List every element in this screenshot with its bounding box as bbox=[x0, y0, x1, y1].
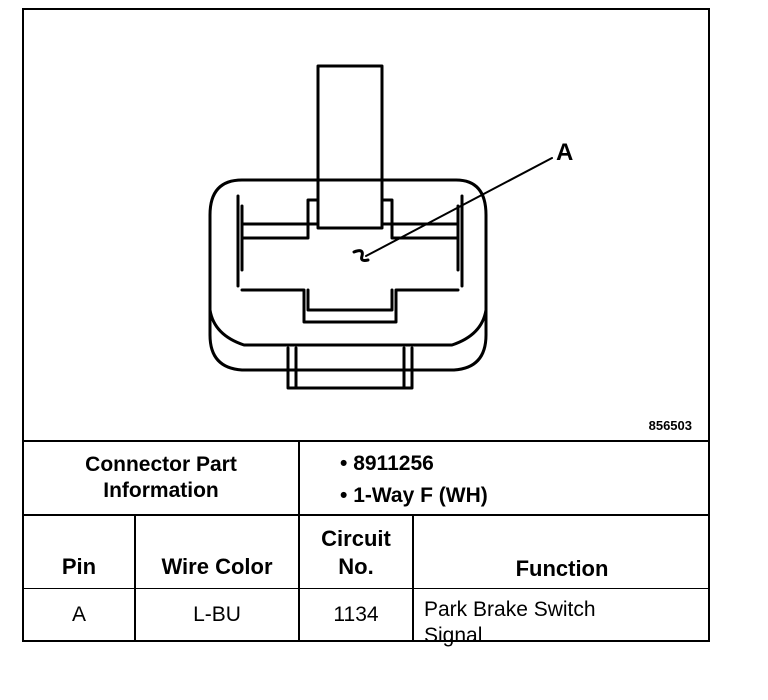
callout-leader-line bbox=[365, 157, 553, 257]
bullet-icon: • bbox=[340, 452, 348, 475]
header-function: Function bbox=[412, 516, 710, 588]
connector-info-label: Connector Part Information bbox=[24, 442, 298, 514]
bullet-icon: • bbox=[340, 484, 348, 507]
header-wire-color: Wire Color bbox=[134, 516, 298, 588]
connector-diagram-area: A 856503 bbox=[24, 10, 708, 442]
cell-pin: A bbox=[71, 603, 86, 626]
terminal-a-mark bbox=[352, 249, 370, 262]
cell-function: Park Brake Switch Signal bbox=[412, 589, 710, 647]
connector-type: • 1-Way F (WH) bbox=[340, 484, 488, 507]
table-row: A L-BU 1134 Park Brake Switch Signal bbox=[24, 589, 710, 647]
cell-wire-color: L-BU bbox=[134, 589, 298, 641]
connector-top-latch bbox=[316, 64, 384, 230]
figure-id: 856503 bbox=[648, 418, 692, 433]
connector-info-label-line1: Connector Part bbox=[85, 453, 237, 476]
connector-housing-outline bbox=[208, 178, 488, 372]
table-header-row: Pin Wire Color Circuit No. Function bbox=[24, 516, 708, 589]
connector-housing-rim bbox=[208, 308, 488, 347]
connector-part-number: • 8911256 bbox=[340, 452, 434, 475]
cell-circuit-no: 1134 bbox=[298, 589, 412, 641]
connector-info-row: Connector Part Information • 8911256 • 1… bbox=[24, 442, 708, 516]
connector-cavity-outline bbox=[240, 204, 460, 324]
connector-drawing: A bbox=[208, 64, 573, 390]
connector-info-label-line2: Information bbox=[103, 479, 219, 502]
header-circuit-no: Circuit No. bbox=[298, 516, 412, 588]
callout-label-a: A bbox=[556, 139, 573, 166]
connector-bottom-tab bbox=[286, 346, 414, 390]
connector-info-values: • 8911256 • 1-Way F (WH) bbox=[298, 442, 710, 514]
connector-sheet: A 856503 Connector Part Information • 89… bbox=[22, 8, 710, 647]
header-pin: Pin bbox=[61, 554, 97, 579]
